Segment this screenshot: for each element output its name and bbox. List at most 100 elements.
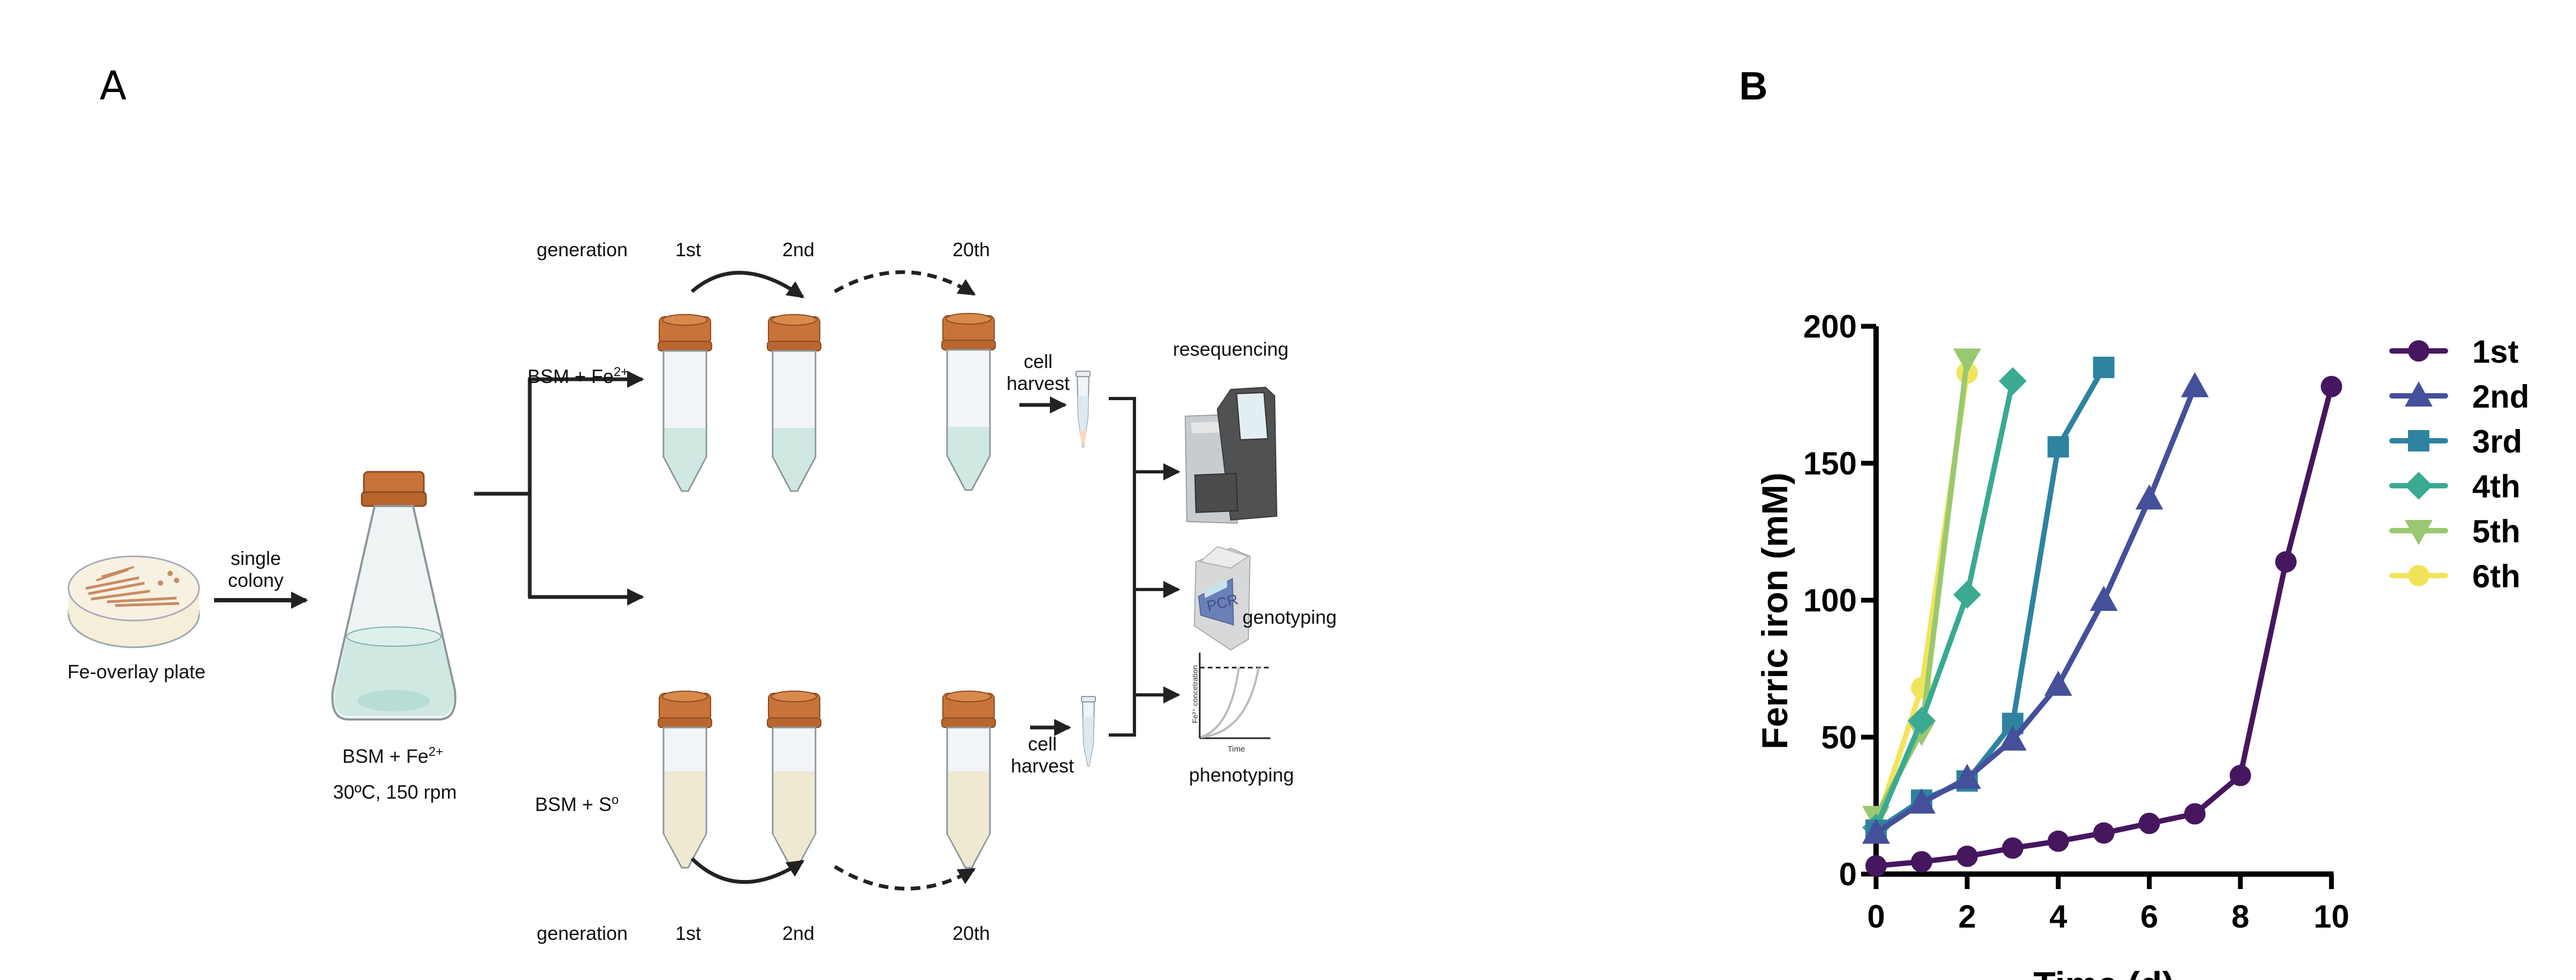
flask-medium-label: BSM + Fe2+ (342, 745, 443, 767)
tube-s-gen20 (941, 690, 996, 869)
legend-item-4th: 4th (2389, 469, 2520, 504)
branch-top-text: BSM + Fe (527, 365, 614, 387)
generation-label-top: generation (536, 239, 628, 261)
flask-medium-sup: 2+ (428, 745, 444, 759)
legend-label: 5th (2472, 514, 2520, 549)
pcr-machine-icon: PCR (1193, 546, 1251, 651)
tube-s-gen1 (657, 690, 713, 869)
data-point-1st (2047, 830, 2069, 852)
data-point-5th (1953, 348, 1981, 374)
arrow-gen1-to-gen2-bottom (690, 857, 805, 884)
flask-conditions-label: 30ºC, 150 rpm (333, 781, 457, 803)
legend-item-5th: 5th (2389, 514, 2520, 549)
eppendorf-tube-bottom-icon (1081, 696, 1096, 767)
data-point-1st (2138, 813, 2160, 834)
y-tick-label: 0 (1839, 856, 1857, 892)
legend-marker (2408, 565, 2429, 586)
y-tick-label: 100 (1803, 583, 1857, 618)
legend-item-6th: 6th (2389, 558, 2520, 594)
branch-bottom-text: BSM + S (535, 793, 612, 815)
phenotyping-label: phenotyping (1188, 764, 1294, 786)
data-point-2nd (2135, 484, 2163, 510)
panel-label-a: A (100, 63, 127, 109)
tube-fe-gen2 (766, 313, 822, 492)
legend-marker (2408, 430, 2429, 451)
legend-marker (2405, 381, 2433, 407)
legend-marker (2408, 340, 2429, 362)
arrow-gen2-to-gen20-top (834, 270, 976, 296)
flask-icon (331, 471, 456, 721)
harvest-top-line1: cell (1023, 350, 1053, 372)
y-tick-label: 150 (1803, 446, 1857, 481)
data-point-1st (2229, 764, 2251, 786)
plate-label: Fe-overlay plate (67, 661, 206, 683)
generation-label-bottom: generation (536, 922, 628, 944)
data-point-2nd (2181, 372, 2209, 397)
generation-1st-bottom: 1st (675, 922, 702, 944)
legend-item-3rd: 3rd (2389, 424, 2522, 460)
data-point-2nd (1999, 725, 2027, 751)
arrow-gen2-to-gen20-bottom (834, 865, 976, 891)
legend-item-1st: 1st (2389, 334, 2519, 370)
data-point-2nd (1908, 788, 1936, 814)
petri-dish-icon (67, 555, 200, 648)
genotyping-label: genotyping (1242, 606, 1337, 628)
flask-medium-text: BSM + Fe (342, 745, 429, 767)
data-point-1st (2093, 822, 2115, 844)
mini-chart-xlabel: Time (1228, 745, 1245, 754)
single-colony-label: single colony (228, 547, 284, 592)
x-tick-label: 10 (2314, 899, 2350, 935)
phenotyping-mini-chart: Fe³⁺ concetration Time (1191, 653, 1270, 754)
tube-s-gen2 (766, 690, 822, 869)
generation-2nd-bottom: 2nd (782, 922, 815, 944)
series-4th (1862, 367, 2027, 841)
series-2nd (1862, 372, 2209, 844)
x-tick-label: 0 (1867, 899, 1885, 935)
generation-2nd-top: 2nd (782, 239, 815, 261)
data-point-3rd (2093, 356, 2115, 378)
legend-label: 3rd (2472, 424, 2522, 460)
y-axis-title: Ferric iron (mM) (1755, 472, 1795, 749)
series-line-4th (1873, 380, 2016, 829)
legend-label: 6th (2472, 558, 2520, 594)
legend-label: 4th (2472, 469, 2520, 504)
harvest-bottom-line2: harvest (1010, 755, 1074, 777)
legend-marker (2405, 472, 2433, 500)
data-point-1st (2275, 551, 2297, 573)
tube-fe-gen20 (941, 312, 996, 491)
branch-top-sup: 2+ (613, 365, 629, 379)
tube-fe-gen1 (657, 313, 713, 492)
resequencing-label: resequencing (1172, 338, 1289, 360)
data-point-1st (2002, 837, 2024, 859)
generation-1st-top: 1st (675, 239, 702, 261)
legend-label: 2nd (2472, 379, 2529, 415)
data-point-1st (1956, 845, 1978, 867)
series-1st (1865, 376, 2342, 877)
data-point-2nd (2044, 670, 2072, 696)
data-point-4th (1953, 580, 1981, 609)
data-point-1st (1911, 851, 1933, 872)
legend-label: 1st (2472, 334, 2519, 370)
series-line-1st (1876, 386, 2334, 869)
generation-20th-top: 20th (952, 239, 990, 261)
x-tick-label: 6 (2140, 899, 2158, 935)
data-point-4th (1999, 367, 2027, 395)
series-line-2nd (1874, 385, 2198, 836)
x-tick-label: 2 (1958, 899, 1976, 935)
branch-top-label: BSM + Fe2+ (528, 365, 628, 387)
data-point-1st (2184, 803, 2206, 825)
eppendorf-tube-top-icon (1076, 371, 1091, 447)
mini-chart-ylabel: Fe³⁺ concetration (1191, 665, 1199, 723)
x-tick-label: 4 (2049, 899, 2068, 935)
series-line-6th (1873, 372, 1970, 826)
x-axis-title: Time (d) (2033, 964, 2174, 980)
harvest-bottom-line1: cell (1027, 733, 1057, 755)
panel-label-b: B (1739, 64, 1768, 108)
data-point-2nd (1953, 763, 1981, 789)
y-tick-label: 50 (1821, 719, 1857, 755)
legend-item-2nd: 2nd (2389, 379, 2529, 415)
